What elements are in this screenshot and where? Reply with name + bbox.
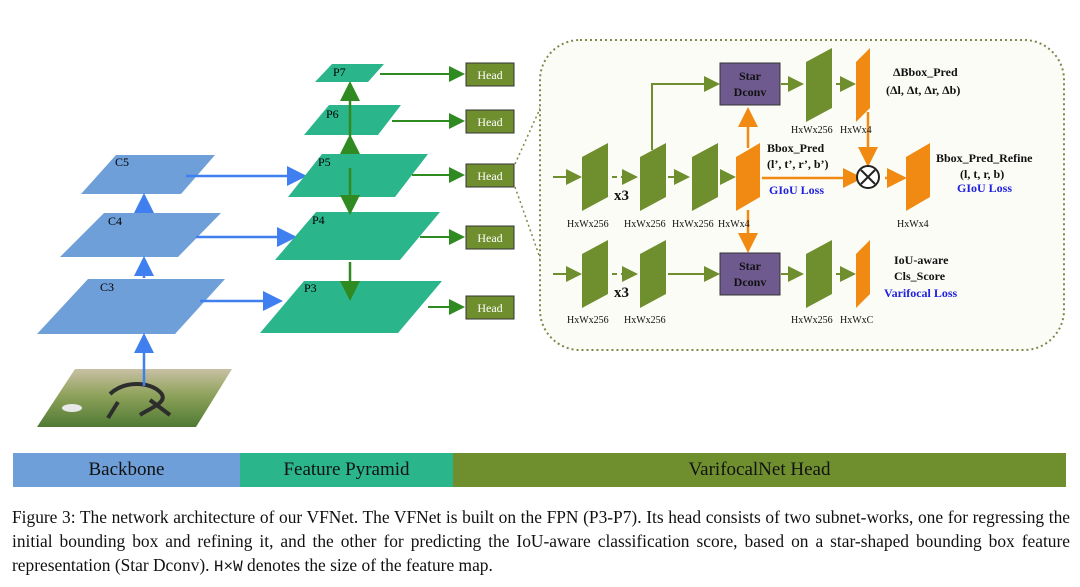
svg-text:Head: Head — [477, 169, 502, 183]
pyramid-p7: P7 — [315, 64, 384, 82]
giou-loss-1: GIoU Loss — [769, 183, 824, 197]
pyramid-p6: P6 — [304, 105, 401, 135]
svg-text:Dconv: Dconv — [734, 275, 767, 289]
delta-pred-title: ΔBbox_Pred — [893, 65, 958, 79]
head-box-p7: Head — [465, 62, 515, 87]
svg-text:HxWx256: HxWx256 — [791, 315, 833, 326]
svg-text:HxWx256: HxWx256 — [624, 219, 666, 230]
svg-text:C4: C4 — [108, 214, 122, 228]
caption-text-end: denotes the size of the feature map. — [247, 555, 493, 575]
svg-text:HxWx256: HxWx256 — [791, 125, 833, 136]
feature-maps — [582, 48, 832, 308]
varifocal-loss: Varifocal Loss — [884, 286, 958, 300]
bbox-arrows — [738, 107, 907, 253]
backbone-c3: C3 — [37, 279, 225, 334]
caption-text: Figure 3: The network architecture of ou… — [12, 507, 1070, 575]
svg-text:P3: P3 — [304, 281, 317, 295]
legend-pyramid: Feature Pyramid — [240, 453, 453, 487]
lateral-arrows — [186, 166, 307, 311]
svg-text:Dconv: Dconv — [734, 85, 767, 99]
architecture-diagram: C3 C4 C5 P3 P4 P5 P6 P7 — [37, 39, 1065, 427]
refine-vars: (l, t, r, b) — [960, 167, 1004, 181]
input-image — [37, 369, 232, 427]
output-maps — [736, 48, 930, 308]
svg-text:HxWx4: HxWx4 — [718, 219, 750, 230]
pyramid-to-head-arrows — [380, 66, 465, 315]
pyramid-p3: P3 — [260, 281, 442, 333]
bbox-pred-title: Bbox_Pred — [767, 141, 824, 155]
star-dconv-bottom: Star Dconv — [719, 252, 781, 296]
pyramid-p4: P4 — [275, 212, 440, 260]
svg-text:HxWx4: HxWx4 — [897, 219, 929, 230]
head-box-p3: Head — [465, 295, 515, 320]
dim-labels: HxWx256 HxWx256 HxWx256 HxWx4 HxWx256 Hx… — [567, 125, 929, 326]
repeat-label-bottom: x3 — [614, 285, 629, 301]
backbone-c5: C5 — [81, 155, 215, 194]
svg-text:Head: Head — [477, 115, 502, 129]
delta-pred-vars: (Δl, Δt, Δr, Δb) — [886, 83, 960, 97]
legend-backbone: Backbone — [13, 453, 240, 487]
head-box-p6: Head — [465, 109, 515, 134]
svg-text:C3: C3 — [100, 280, 114, 294]
pyramid-p5: P5 — [288, 154, 428, 197]
svg-text:HxWx4: HxWx4 — [840, 125, 872, 136]
cls-line2: Cls_Score — [894, 269, 946, 283]
bbox-pred-vars: (l’, t’, r’, b’) — [767, 157, 829, 171]
giou-loss-2: GIoU Loss — [957, 181, 1012, 195]
svg-text:HxWx256: HxWx256 — [567, 219, 609, 230]
svg-text:HxWx256: HxWx256 — [624, 315, 666, 326]
svg-text:P7: P7 — [333, 65, 346, 79]
caption-mono: H×W — [213, 558, 243, 576]
figure-caption: Figure 3: The network architecture of ou… — [12, 505, 1070, 579]
svg-text:HxWxC: HxWxC — [840, 315, 874, 326]
svg-text:Head: Head — [477, 231, 502, 245]
refine-title: Bbox_Pred_Refine — [936, 151, 1033, 165]
legend-head: VarifocalNet Head — [453, 453, 1066, 487]
svg-text:P6: P6 — [326, 107, 339, 121]
svg-text:P4: P4 — [312, 213, 325, 227]
star-dconv-top: Star Dconv — [719, 62, 781, 106]
head-box-p4: Head — [465, 225, 515, 250]
svg-text:Head: Head — [477, 301, 502, 315]
backbone-c4: C4 — [60, 213, 221, 257]
multiply-icon — [856, 165, 880, 189]
svg-text:Star: Star — [739, 259, 762, 273]
svg-text:HxWx256: HxWx256 — [672, 219, 714, 230]
repeat-label-top: x3 — [614, 188, 629, 204]
cls-line1: IoU-aware — [894, 253, 949, 267]
svg-text:Head: Head — [477, 68, 502, 82]
svg-text:P5: P5 — [318, 155, 331, 169]
svg-text:Star: Star — [739, 69, 762, 83]
svg-text:C5: C5 — [115, 155, 129, 169]
reg-branch-arrows — [553, 76, 856, 185]
head-box-p5: Head — [465, 163, 515, 188]
svg-text:HxWx256: HxWx256 — [567, 315, 609, 326]
legend-bar: Backbone Feature Pyramid VarifocalNet He… — [13, 453, 1066, 487]
head-detail-frame — [539, 39, 1065, 351]
